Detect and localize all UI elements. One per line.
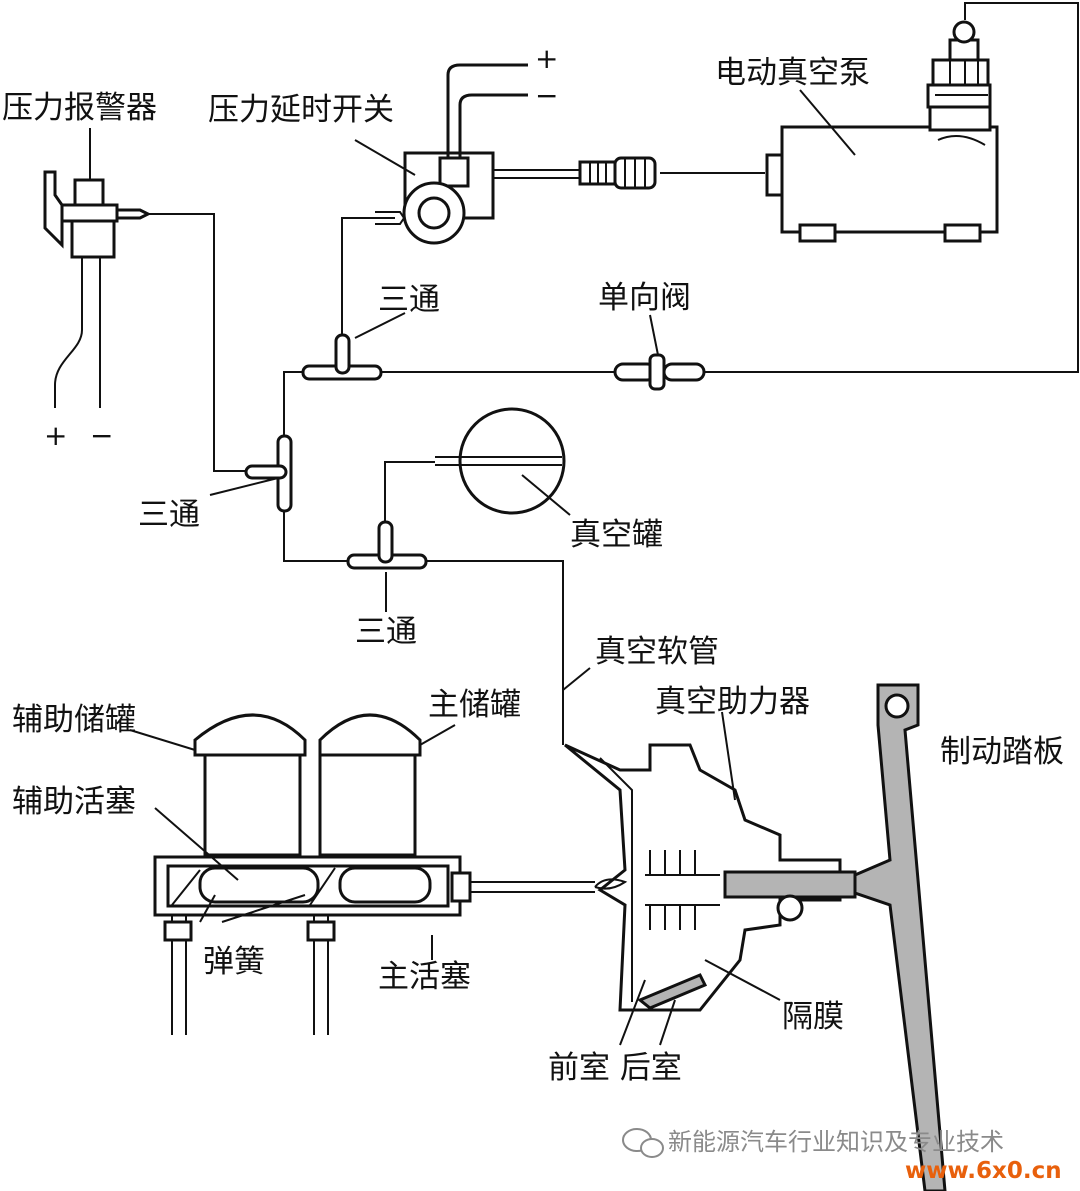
label-diaphragm: 隔膜: [782, 999, 844, 1035]
label-aux-reservoir: 辅助储罐: [12, 702, 136, 738]
tee-left-fitting: [244, 434, 293, 513]
label-vacuum-tank: 真空罐: [570, 517, 663, 553]
label-brake-pedal: 制动踏板: [940, 734, 1064, 770]
vacuum-booster-device: [564, 743, 857, 1012]
watermark: 新能源汽车行业知识及专业技术 www.6x0.cn: [622, 1128, 1062, 1184]
label-electric-vacuum-pump: 电动真空泵: [715, 55, 870, 91]
switch-minus-terminal: −: [535, 79, 558, 112]
alarm-minus-terminal: −: [90, 419, 113, 452]
vacuum-lines: [145, 2, 1079, 893]
leader-lines: [89, 89, 856, 1046]
label-check-valve: 单向阀: [598, 280, 691, 316]
master-cylinder-assembly: [153, 713, 472, 1035]
wechat-icon: [622, 1128, 664, 1158]
tee-upper-fitting: [301, 333, 383, 381]
label-aux-piston: 辅助活塞: [12, 784, 136, 820]
tee-lower-fitting: [346, 520, 428, 570]
label-tee-left: 三通: [138, 497, 200, 533]
watermark-text: 新能源汽车行业知识及专业技术: [668, 1128, 1004, 1156]
label-tee-upper: 三通: [378, 282, 440, 318]
electric-vacuum-pump-device: [578, 20, 999, 243]
switch-plus-terminal: +: [535, 42, 558, 75]
label-pressure-delay-switch: 压力延时开关: [208, 92, 394, 128]
label-vacuum-booster: 真空助力器: [655, 684, 810, 720]
brake-pedal-device: [853, 683, 947, 1191]
labels: 压力报警器 压力延时开关 电动真空泵 三通 单向阀 三通 真空罐 三通 真空软管…: [2, 42, 1064, 1086]
label-vacuum-hose: 真空软管: [595, 634, 719, 670]
label-pressure-alarm: 压力报警器: [2, 90, 157, 126]
label-tee-lower: 三通: [355, 614, 417, 650]
check-valve-device: [613, 353, 706, 391]
label-front-rear-chamber: 前室 后室: [548, 1050, 682, 1086]
label-spring: 弹簧: [203, 944, 265, 980]
pressure-delay-switch-device: [375, 63, 528, 245]
vacuum-tank-device: [435, 407, 566, 515]
watermark-site: www.6x0.cn: [905, 1158, 1062, 1184]
pressure-alarm-device: [43, 170, 152, 408]
alarm-plus-terminal: +: [44, 419, 67, 452]
label-main-piston: 主活塞: [378, 959, 471, 995]
label-main-reservoir: 主储罐: [428, 687, 521, 723]
